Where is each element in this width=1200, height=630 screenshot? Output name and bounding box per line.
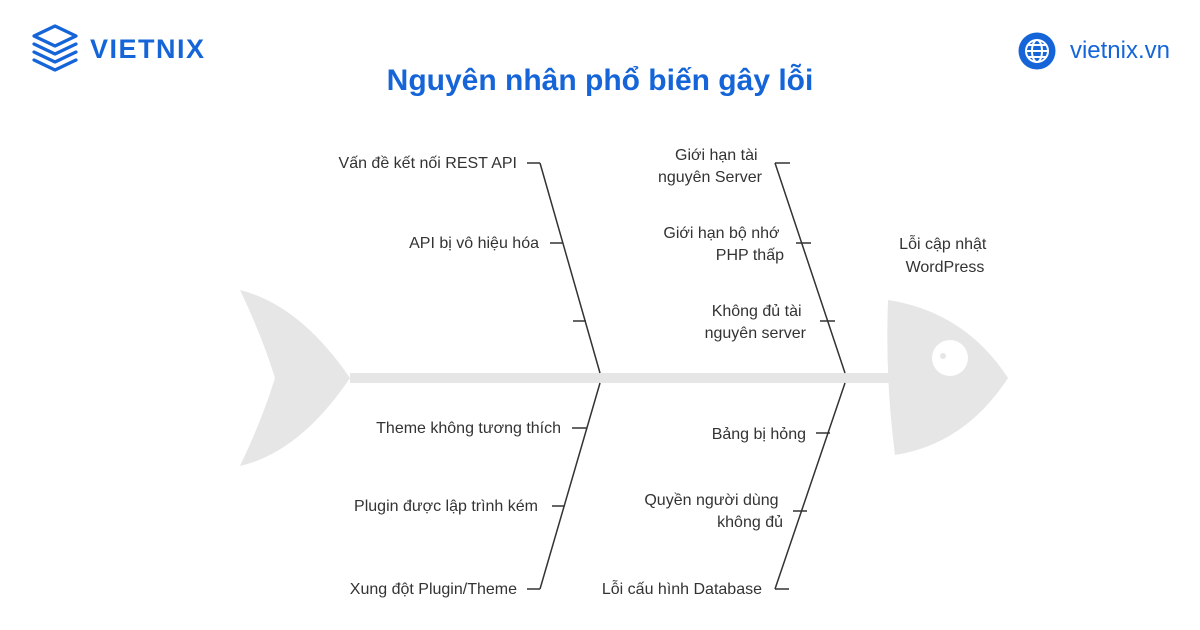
cause-insufficient-server-resources: Không đủ tài nguyên server: [705, 303, 807, 342]
cause-database-config-error: Lỗi cấu hình Database: [602, 579, 762, 598]
cause-server-resource-limit: Giới hạn tài nguyên Server: [658, 147, 763, 186]
cause-low-php-memory: Giới hạn bộ nhớ PHP thấp: [663, 225, 784, 264]
bone-top-left: [539, 162, 601, 374]
cause-incompatible-theme: Theme không tương thích: [376, 420, 561, 437]
fish-spine: [350, 373, 890, 383]
cause-corrupted-table: Bảng bị hỏng: [712, 426, 806, 443]
globe-icon: [1018, 32, 1056, 70]
website-link[interactable]: vietnix.vn: [1018, 32, 1170, 70]
layered-stack-logo-icon: [32, 24, 78, 72]
page-title: Nguyên nhân phổ biến gây lỗi: [386, 64, 814, 97]
cause-api-disabled: API bị vô hiệu hóa: [409, 235, 539, 252]
brand-name: VIETNIX: [90, 33, 206, 64]
bone-bottom-left: [539, 382, 601, 590]
cause-insufficient-user-permissions: Quyền người dùng không đủ: [644, 492, 783, 531]
fish-head: [887, 300, 1008, 455]
vietnix-logo[interactable]: VIETNIX: [28, 22, 206, 76]
fish-pupil: [940, 353, 946, 359]
fish-eye: [932, 340, 968, 376]
cause-poorly-coded-plugin: Plugin được lập trình kém: [354, 498, 538, 515]
cause-plugin-theme-conflict: Xung đột Plugin/Theme: [350, 581, 517, 598]
effect-label: Lỗi cập nhật WordPress: [899, 234, 991, 276]
cause-rest-api-connection: Vấn đề kết nối REST API: [339, 155, 517, 172]
bone-bottom-right: [774, 382, 846, 590]
fish-tail: [240, 290, 350, 466]
website-url: vietnix.vn: [1069, 37, 1170, 64]
bone-top-right: [774, 162, 846, 374]
